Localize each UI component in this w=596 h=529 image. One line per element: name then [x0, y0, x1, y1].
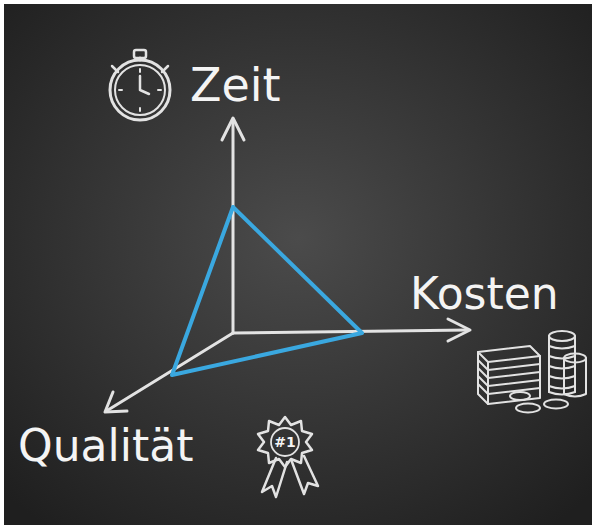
award-badge-icon [258, 417, 318, 497]
cost-arrowhead [448, 319, 470, 341]
project-triangle [172, 207, 362, 375]
money-icon [478, 331, 586, 413]
quality-axis [108, 333, 233, 410]
time-arrowhead [222, 118, 244, 140]
stopwatch-icon [110, 50, 170, 120]
cost-axis [233, 330, 468, 333]
quality-arrowhead [105, 392, 127, 412]
badge-number: #1 [274, 435, 295, 449]
board-ground [4, 4, 592, 525]
axis-label: Qualität [18, 424, 193, 468]
axis-label: Zeit [190, 62, 281, 108]
axis-label: Kosten [410, 272, 559, 316]
time-axis [232, 120, 235, 333]
